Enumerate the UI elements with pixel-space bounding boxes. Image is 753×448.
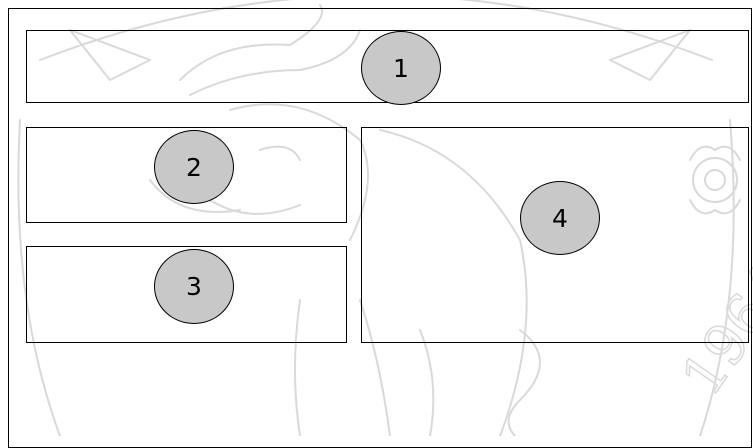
region-2-box: 2: [26, 127, 347, 223]
region-1-badge: 1: [361, 31, 441, 105]
region-4-box: 4: [361, 127, 749, 343]
region-3-badge: 3: [154, 249, 234, 324]
region-1-box: 1: [26, 30, 749, 105]
region-2-badge: 2: [154, 130, 234, 204]
region-3-box: 3: [26, 246, 347, 343]
region-4-badge: 4: [520, 181, 600, 255]
